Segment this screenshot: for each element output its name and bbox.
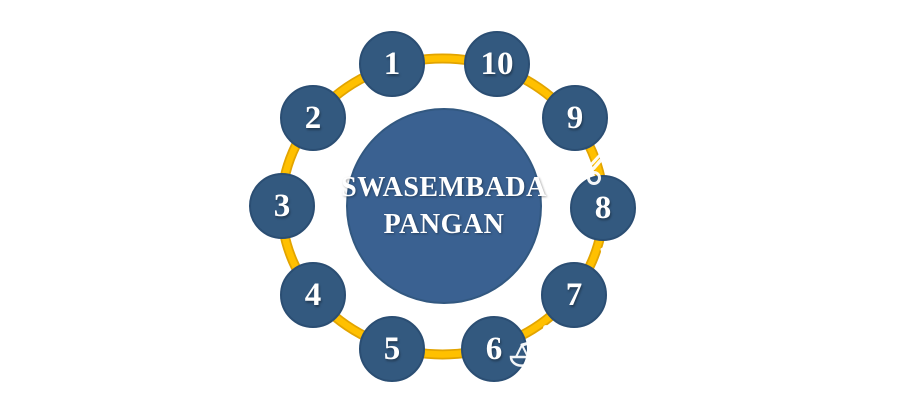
- center-title-line2: PANGAN: [383, 209, 505, 240]
- node-label: 2: [304, 99, 322, 136]
- center-node: SWASEMBADA PANGAN: [341, 108, 546, 304]
- node-label: 4: [304, 276, 322, 313]
- growth-chart-icon: [314, 339, 361, 391]
- node-label: 7: [565, 276, 583, 313]
- center-title-line1: SWASEMBADA: [341, 172, 547, 203]
- node-label: 1: [383, 45, 401, 82]
- cycle-node-5: 5: [359, 316, 425, 382]
- cycle-node-4: 4: [280, 262, 346, 328]
- cycle-node-7: 7: [541, 262, 607, 328]
- node-label: 5: [383, 330, 401, 367]
- cycle-node-6: 6: [461, 316, 527, 382]
- node-label: 8: [594, 189, 612, 226]
- packages-icon: [600, 241, 627, 275]
- node-label: 10: [480, 45, 514, 82]
- cycle-node-1: 1: [359, 31, 425, 97]
- cycle-node-2: 2: [280, 85, 346, 151]
- node-label: 9: [566, 99, 584, 136]
- cycle-node-10: 10: [464, 31, 530, 97]
- percent-increase-icon: [571, 143, 615, 186]
- cycle-node-9: 9: [542, 85, 608, 151]
- node-label: 3: [273, 187, 291, 224]
- balance-scale-icon: [509, 325, 580, 384]
- cycle-node-3: 3: [249, 173, 315, 239]
- node-label: 6: [485, 330, 503, 367]
- cycle-node-8: 8: [570, 175, 636, 241]
